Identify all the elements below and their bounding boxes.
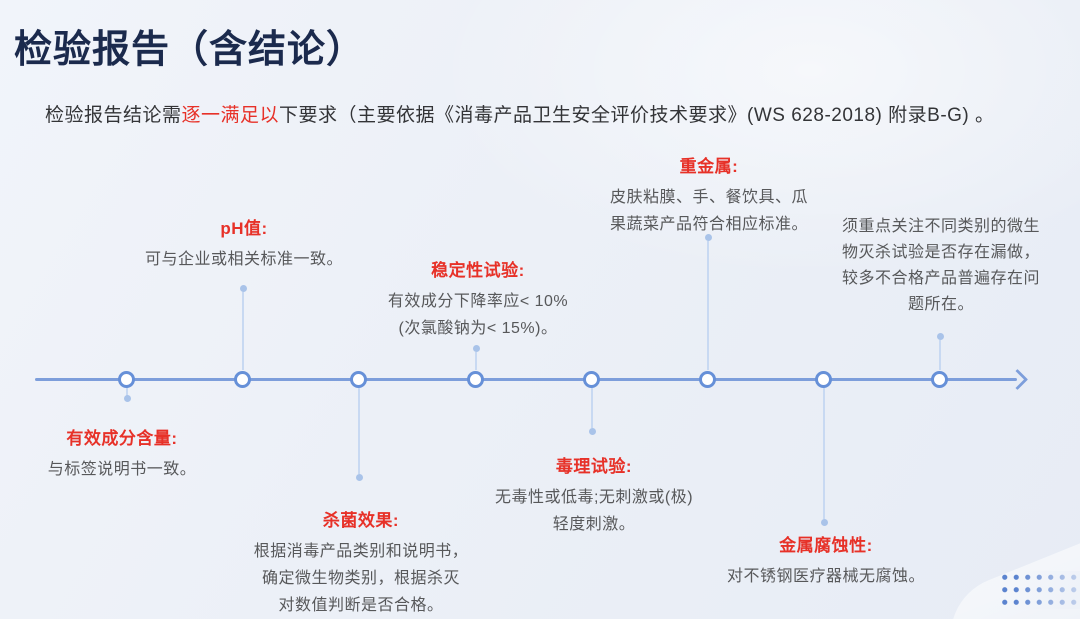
stem-item-7 [823,388,825,519]
timeline-item-sterilization: 杀菌效果: 根据消毒产品类别和说明书， 确定微生物类别，根据杀灭 对数值判断是否… [254,506,469,619]
stem-item-3 [358,388,360,474]
timeline-item-toxicology: 毒理试验: 无毒性或低毒;无刺激或(极) 轻度刺激。 [495,452,693,538]
item-text: 轻度刺激。 [552,516,636,533]
stem-item-1 [126,388,128,397]
stem-item-8 [939,340,941,370]
timeline-node-6 [699,371,716,388]
item-title: 杀菌效果: [322,511,400,530]
timeline-node-5 [583,371,600,388]
stem-item-5 [591,388,593,428]
timeline-item-active-ingredient: 有效成分含量: 与标签说明书一致。 [48,424,197,483]
item-text: 题所在。 [907,296,975,313]
timeline-axis [35,378,1017,381]
stem-dot-5 [588,428,596,435]
item-text: 根据消毒产品类别和说明书， [253,543,469,560]
item-text: 果蔬菜产品符合相应标准。 [609,216,809,233]
stem-dot-2 [239,285,247,292]
item-text: 物灭杀试验是否存在漏做， [841,244,1041,261]
item-text: 确定微生物类别，根据杀灭 [261,570,461,587]
stem-dot-3 [355,474,363,481]
item-title: 毒理试验: [555,457,633,476]
page-title: 检验报告（含结论） [14,29,366,71]
timeline-node-7 [815,371,832,388]
item-text: 须重点关注不同类别的微生 [841,218,1041,235]
subtitle-highlight: 逐一满足以 [181,105,280,126]
subtitle: 检验报告结论需逐一满足以下要求（主要依据《消毒产品卫生安全评价技术要求》(WS … [45,100,1055,127]
item-text: 无毒性或低毒;无刺激或(极) [494,489,694,506]
timeline-arrowhead-icon [1006,368,1029,391]
item-text: 对数值判断是否合格。 [278,597,444,614]
timeline-item-metal-corrosion: 金属腐蚀性: 对不锈钢医疗器械无腐蚀。 [727,531,925,590]
timeline-item-microbe-note: 须重点关注不同类别的微生 物灭杀试验是否存在漏做， 较多不合格产品普遍存在问 题… [842,214,1040,318]
item-title: 重金属: [679,157,739,176]
item-title: 稳定性试验: [431,261,525,280]
stem-dot-6 [704,234,712,241]
timeline-node-4 [467,371,484,388]
item-text: 对不锈钢医疗器械无腐蚀。 [726,568,926,585]
stem-dot-4 [472,345,480,352]
subtitle-prefix: 检验报告结论需 [45,105,182,126]
item-text: 与标签说明书一致。 [47,461,197,478]
stem-dot-8 [936,333,944,340]
item-text: 可与企业或相关标准一致。 [144,251,344,268]
subtitle-suffix: 下要求（主要依据《消毒产品卫生安全评价技术要求》(WS 628-2018) 附录… [279,105,995,126]
timeline-node-1 [118,371,135,388]
stem-item-2 [242,292,244,370]
decorative-dot-grid [999,571,1080,609]
item-title: 有效成分含量: [66,429,178,448]
stem-dot-7 [820,519,828,526]
item-text: 有效成分下降率应< 10% [387,293,569,310]
stem-item-6 [707,241,709,370]
item-text: 较多不合格产品普遍存在问 [841,270,1041,287]
timeline-node-8 [931,371,948,388]
timeline-node-2 [234,371,251,388]
timeline-item-heavy-metal: 重金属: 皮肤粘膜、手、餐饮具、瓜 果蔬菜产品符合相应标准。 [610,152,808,238]
timeline-node-3 [350,371,367,388]
timeline-item-stability: 稳定性试验: 有效成分下降率应< 10% (次氯酸钠为< 15%)。 [388,256,568,342]
item-title: pH值: [220,219,268,238]
timeline-item-ph: pH值: 可与企业或相关标准一致。 [145,214,343,273]
stem-dot-1 [123,395,131,402]
item-text: (次氯酸钠为< 15%)。 [398,320,558,337]
item-title: 金属腐蚀性: [779,536,873,555]
item-text: 皮肤粘膜、手、餐饮具、瓜 [609,189,809,206]
stem-item-4 [475,352,477,370]
